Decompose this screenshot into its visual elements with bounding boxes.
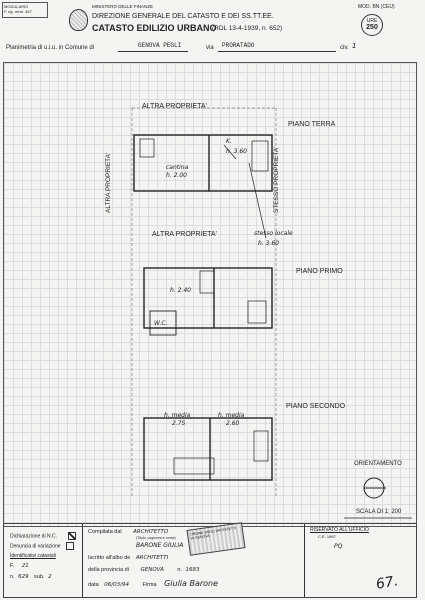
n-label: n. — [10, 574, 15, 580]
dichiarazione-label: Dichiarazione di N.C. — [10, 533, 57, 540]
sub-label: sub. — [34, 574, 45, 580]
denuncia-field: Denuncia di variazione — [10, 542, 76, 550]
room-h-media-2-value: 2.60 — [226, 420, 240, 427]
label-altra-proprieta-mid: ALTRA PROPRIETA' — [152, 231, 217, 238]
room-k-height: h. 3.60 — [226, 148, 247, 155]
room-k: K. — [226, 138, 232, 145]
ure-badge: URE 250 — [361, 14, 383, 36]
label-stesso-proprieta: STESSO PROPRIETA' — [273, 146, 280, 214]
note-stesso-locale-height: h. 3.60 — [258, 240, 279, 247]
note-stesso-locale: stesso locale — [254, 230, 293, 237]
stamp-text: ORDINE DEGLI ARCHITETTI DI GENOVA — [189, 526, 237, 541]
firma-label: Firma — [142, 582, 157, 588]
room-cantina-height: h. 2.00 — [166, 172, 187, 179]
f-label: F. — [10, 563, 15, 569]
data-value: 06/03/94 — [104, 582, 129, 588]
n-albo-value: 1683 — [185, 567, 200, 573]
via-value: PRORATADO — [222, 42, 255, 49]
dichiarazione-checkbox[interactable] — [68, 532, 77, 540]
label-piano-primo: PIANO PRIMO — [296, 268, 343, 275]
n-value: 629 — [18, 574, 29, 580]
via-label: via — [206, 45, 214, 51]
riservato-code: PQ — [334, 543, 343, 550]
compilata-value: ARCHITETTO — [133, 529, 169, 535]
f-value: 21 — [21, 563, 29, 569]
denuncia-checkbox[interactable] — [65, 542, 74, 550]
modulario-box: MODULARIO F. rig. rend. 497 — [2, 2, 48, 18]
riservato-note: C.E. 1987 — [318, 534, 336, 539]
emblem-icon — [69, 9, 88, 31]
label-piano-terra: PIANO TERRA — [288, 121, 336, 128]
firma-signature: Giulia Barone — [164, 579, 219, 588]
catasto-title: CATASTO EDILIZIO URBANO — [92, 23, 217, 33]
compilata-note: (Titolo, cognome e nome) — [136, 536, 176, 540]
room-h-media-2: h. media — [218, 412, 245, 419]
label-orientamento: ORIENTAMENTO — [354, 461, 402, 467]
room-cantina: cantina — [166, 164, 189, 171]
direction-title: DIREZIONE GENERALE DEL CATASTO E DEI SS.… — [92, 13, 274, 20]
compilata-label: Compilata dal — [88, 529, 122, 535]
ministry-label: MINISTERO DELLE FINANZE — [92, 4, 154, 9]
ure-label: URE — [366, 18, 378, 24]
law-ref: (RDL 13-4-1939, n. 652) — [212, 25, 283, 32]
dichiarazione-field: Dichiarazione di N.C. — [10, 532, 78, 540]
room-wc: W.C. — [154, 320, 168, 327]
mod-code: MOD. BN (CEU) — [358, 4, 395, 10]
room-h-media-1: h. media — [164, 412, 191, 419]
footer-form: Dichiarazione di N.C. Denuncia di variaz… — [3, 522, 417, 598]
modulario-label: MODULARIO — [4, 4, 29, 9]
identificativi-label: Identificativi catastali — [10, 553, 56, 559]
compilata-name: BARONE GIULIA — [136, 542, 184, 549]
denuncia-label: Denuncia di variazione — [10, 543, 61, 550]
label-altra-proprieta-top: ALTRA PROPRIETA' — [142, 103, 207, 110]
room-h240: h. 2.40 — [170, 287, 191, 294]
room-h-media-1-value: 2.75 — [172, 420, 186, 427]
data-label: data — [88, 582, 99, 588]
page-note: 67. — [374, 573, 400, 593]
civ-label: civ. — [340, 45, 349, 51]
sub-value: 2 — [48, 574, 52, 580]
label-scala: SCALA DI 1: 200 — [356, 509, 402, 515]
provincia-label: della provincia di — [88, 567, 129, 573]
riservato-label: RISERVATO ALL'UFFICIO — [310, 527, 369, 533]
provincia-value: GENOVA — [140, 567, 164, 573]
planimetria-prefix: Planimetria di u.i.u. in Comune di — [6, 45, 95, 51]
floor-plan-drawing — [131, 107, 412, 519]
label-altra-proprieta-left: ALTRA PROPRIETA' — [105, 152, 112, 213]
iscritto-label: Iscritto all'albo de — [88, 555, 131, 561]
n-albo-label: n. — [177, 567, 182, 573]
label-piano-secondo: PIANO SECONDO — [286, 403, 346, 410]
modulario-ref: F. rig. rend. 497 — [4, 9, 32, 14]
iscritto-value: ARCHITETTI — [135, 555, 169, 561]
ure-number: 250 — [366, 24, 378, 31]
floor-plan-sheet: ALTRA PROPRIETA' ALTRA PROPRIETA' ALTRA … — [3, 62, 417, 527]
architect-stamp: ORDINE DEGLI ARCHITETTI DI GENOVA — [186, 522, 246, 556]
civ-value: 1 — [352, 42, 357, 50]
comune-value: GENOVA PEGLI — [138, 42, 182, 49]
